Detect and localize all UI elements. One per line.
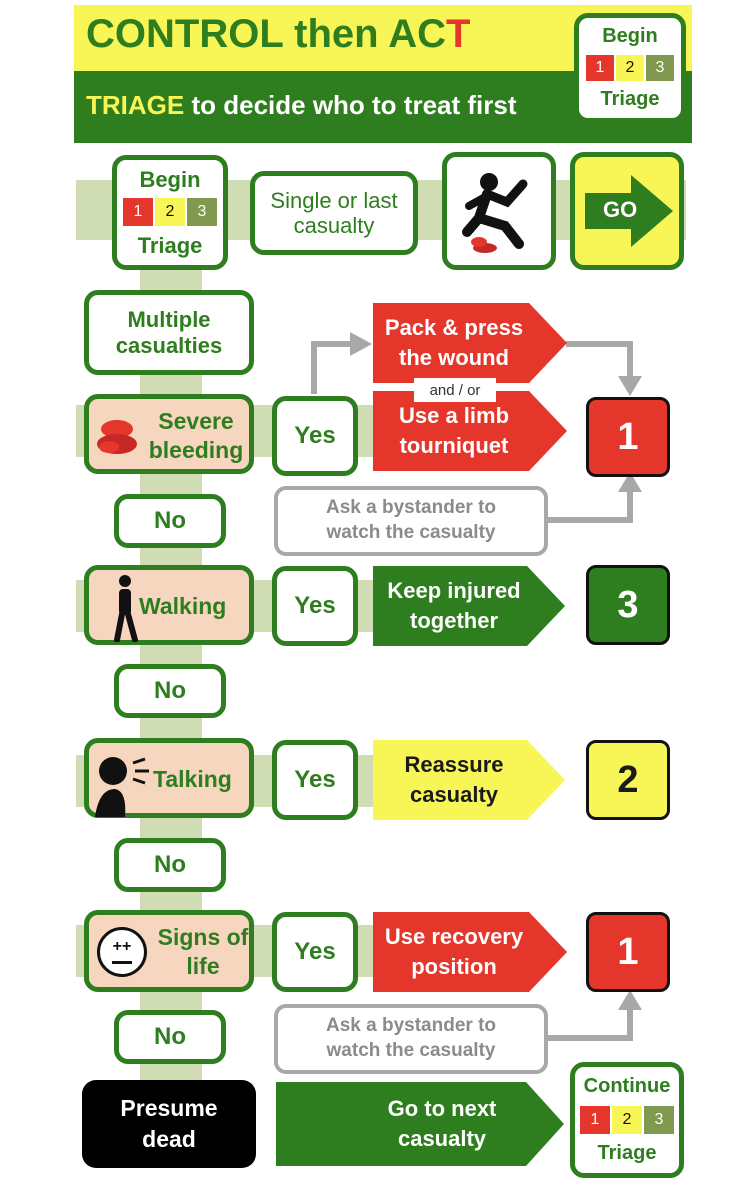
talking-yes-label: Yes [294,766,336,794]
header-title-red: T [445,12,471,56]
signs-of-life-label: Signs of life [157,924,249,979]
life-yes-label: Yes [294,938,336,966]
triage-label: Triage [137,232,203,258]
severe-bleeding-label: Severe bleeding [148,408,244,463]
begin-color-strip: 1 2 3 [123,198,217,227]
bleeding-priority: 1 [586,397,670,477]
reassure-action: Reassure casualty [373,740,565,820]
life-bystander-box: Ask a bystander to watch the casualty [274,1004,548,1074]
presume-dead-label: Presume dead [120,1094,218,1152]
badge-2: 2 [616,54,644,81]
bleeding-yes-label: Yes [294,422,336,450]
bleeding-yes-box: Yes [272,396,358,476]
walking-box: Walking [84,565,254,645]
pack-press-label: Pack & press the wound [384,315,524,370]
bleeding-bystander-label: Ask a bystander to watch the casualty [326,497,496,543]
tourniquet-label: Use a limb tourniquet [398,403,510,458]
talking-head-icon [95,757,149,817]
single-casualty-label: Single or last casualty [270,187,398,238]
talking-no-box: No [114,838,226,892]
walking-person-icon [114,575,138,642]
badge-1: 1 [586,54,614,81]
go-button[interactable]: GO [570,152,684,270]
talking-label: Talking [153,766,232,792]
continue-3: 3 [644,1106,674,1134]
header-triage-badge: Begin 1 2 3 Triage [574,13,686,123]
badge-begin-label: Begin [602,25,658,48]
continue-color-strip: 1 2 3 [580,1106,674,1134]
face-eyes: ++ [112,938,132,955]
presume-dead-box: Presume dead [82,1080,256,1168]
walking-no-label: No [154,677,186,705]
go-label: GO [603,197,638,222]
bleeding-bystander-box: Ask a bystander to watch the casualty [274,486,548,556]
walking-yes-label: Yes [294,592,336,620]
life-no-box: No [114,1010,226,1064]
go-arrow-icon [585,175,673,247]
tourniquet-action: Use a limb tourniquet [373,391,567,471]
casualty-icon-box [442,152,556,270]
face-mouth [112,961,132,964]
begin-1: 1 [123,198,153,227]
keep-together-label: Keep injured together [387,578,521,633]
walking-label: Walking [139,593,227,619]
life-bystander-label: Ask a bystander to watch the casualty [326,1015,496,1061]
recovery-position-action: Use recovery position [373,912,567,992]
severe-bleeding-box: Severe bleeding [84,394,254,474]
header-subtitle: TRIAGE to decide who to treat first [86,90,516,121]
talking-box: Talking [84,738,254,818]
header-subtitle-yellow: TRIAGE [86,90,185,120]
header-title: CONTROL then ACT [86,12,470,57]
walking-priority: 3 [586,565,670,645]
bleeding-no-label: No [154,507,186,535]
life-priority: 1 [586,912,670,992]
header-title-main: CONTROL then AC [86,12,446,56]
falling-person-icon [462,173,528,253]
badge-triage-label: Triage [600,87,660,110]
next-casualty-action: Go to next casualty [276,1082,564,1166]
walking-no-box: No [114,664,226,718]
and-or-label: and / or [414,378,496,402]
multiple-casualties-box: Multiple casualties [84,290,254,375]
keep-together-action: Keep injured together [373,566,565,646]
begin-label: Begin [139,167,201,193]
continue-triage-label: Triage [597,1142,657,1164]
reassure-label: Reassure casualty [404,752,504,807]
face-icon: ++ [97,927,147,977]
badge-3: 3 [646,54,674,81]
begin-triage-box: Begin 1 2 3 Triage [112,155,228,270]
begin-2: 2 [155,198,185,227]
header-subtitle-rest: to decide who to treat first [184,90,517,120]
talking-no-label: No [154,851,186,879]
talking-priority: 2 [586,740,670,820]
life-yes-box: Yes [272,912,358,992]
pack-press-action: Pack & press the wound [373,303,567,383]
next-casualty-label: Go to next casualty [387,1096,497,1151]
signs-of-life-box: ++ Signs of life [84,910,254,992]
recovery-position-label: Use recovery position [384,924,524,979]
continue-1: 1 [580,1106,610,1134]
multiple-casualties-label: Multiple casualties [115,307,223,358]
bleeding-no-box: No [114,494,226,548]
continue-label: Continue [583,1075,671,1097]
begin-3: 3 [187,198,217,227]
continue-2: 2 [612,1106,642,1134]
talking-yes-box: Yes [272,740,358,820]
life-no-label: No [154,1023,186,1051]
continue-triage-badge: Continue 1 2 3 Triage [570,1062,684,1178]
bleeding-icon [97,420,137,454]
badge-color-strip: 1 2 3 [586,54,674,81]
walking-yes-box: Yes [272,566,358,646]
single-casualty-box: Single or last casualty [250,171,418,255]
